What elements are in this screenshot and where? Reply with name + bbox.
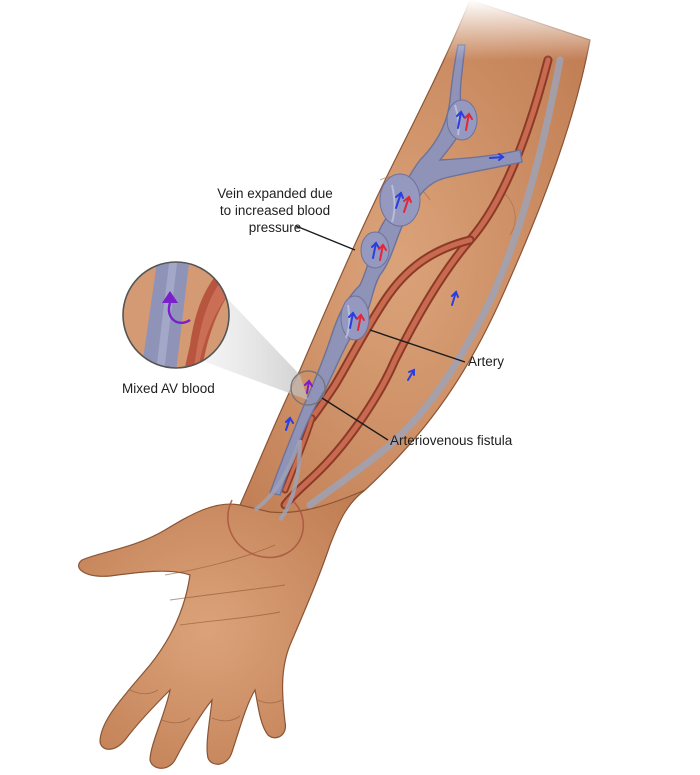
blue-arrow-icon <box>451 290 459 306</box>
blue-arrow-icon <box>348 311 357 329</box>
vein-label-line-3: pressure <box>248 220 302 235</box>
artery-label: Artery <box>468 354 505 369</box>
vein-leader-line <box>295 225 356 251</box>
blue-arrow-icon <box>285 416 294 431</box>
leader-lines <box>295 225 466 441</box>
red-arrow-icon <box>464 112 473 131</box>
red-arrow-icon <box>356 313 365 331</box>
red-arrow-icon <box>403 195 412 213</box>
blue-arrow-icon <box>407 368 415 381</box>
blue-arrow-icon <box>395 191 404 209</box>
fistula-leader-line <box>321 397 389 441</box>
vein-label-line-2: to increased blood <box>219 203 331 218</box>
magnifier-callout <box>122 261 230 369</box>
blue-arrow-icon <box>456 110 465 129</box>
vein-label-line-1: Vein expanded due <box>217 186 333 201</box>
lateral-vein <box>306 56 564 509</box>
vein-expanded-label: Vein expanded due to increased blood pre… <box>196 185 354 236</box>
blue-arrow-icon <box>371 241 380 259</box>
artery-leader-line <box>369 329 466 363</box>
purple-arrow-icon <box>304 379 313 394</box>
mixed-blood-label: Mixed AV blood <box>122 381 215 396</box>
hand <box>78 489 366 769</box>
blue-arrow-icon <box>489 153 505 161</box>
flow-arrows <box>285 110 505 431</box>
red-arrow-icon <box>378 243 387 261</box>
fistula-ring <box>290 370 326 406</box>
fistula-label: Arteriovenous fistula <box>390 433 513 448</box>
